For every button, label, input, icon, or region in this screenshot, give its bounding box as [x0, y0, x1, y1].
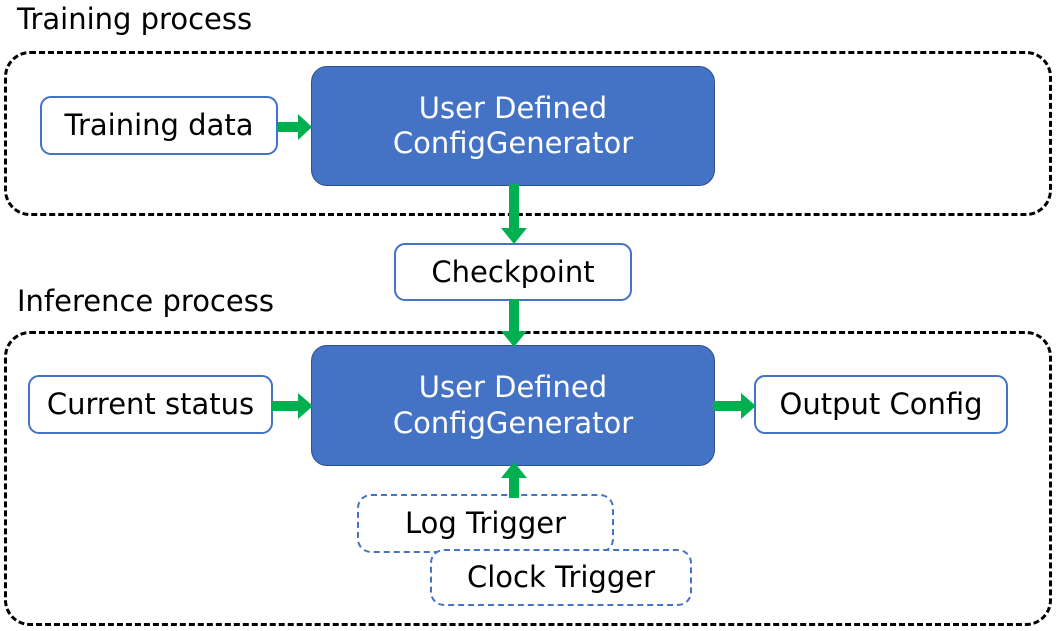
node-log-trigger[interactable]: Log Trigger	[357, 494, 614, 553]
arrow-log-trigger-to-generator-icon	[501, 462, 527, 498]
group-container-training-process	[4, 51, 1052, 216]
section-title-training: Training process	[17, 2, 253, 36]
arrow-generator-to-checkpoint-icon	[501, 184, 527, 244]
node-clock-trigger[interactable]: Clock Trigger	[430, 549, 692, 606]
node-log-trigger-label: Log Trigger	[404, 506, 567, 541]
node-generator-training-label-line2: ConfigGenerator	[392, 126, 634, 160]
node-user-defined-configgenerator-training[interactable]: User Defined ConfigGenerator	[311, 66, 715, 186]
arrow-current-status-to-generator-icon	[272, 393, 313, 419]
node-current-status[interactable]: Current status	[28, 375, 273, 434]
group-container-inference-process	[4, 331, 1052, 626]
node-generator-training-label-line1: User Defined	[418, 90, 608, 125]
node-output-config[interactable]: Output Config	[754, 375, 1008, 434]
node-output-config-label: Output Config	[779, 387, 983, 422]
node-checkpoint[interactable]: Checkpoint	[394, 243, 632, 301]
node-generator-inference-label-line1: User Defined	[418, 370, 608, 405]
node-generator-inference-label-line2: ConfigGenerator	[392, 405, 634, 440]
node-training-data[interactable]: Training data	[40, 96, 278, 155]
node-checkpoint-label: Checkpoint	[431, 254, 595, 289]
section-title-inference: Inference process	[17, 284, 274, 318]
node-user-defined-configgenerator-inference[interactable]: User Defined ConfigGenerator	[311, 345, 715, 466]
arrow-checkpoint-to-generator-icon	[501, 299, 527, 347]
arrow-generator-to-output-config-icon	[713, 393, 756, 419]
arrow-training-data-to-generator-icon	[278, 114, 312, 140]
node-clock-trigger-label: Clock Trigger	[466, 560, 656, 595]
node-current-status-label: Current status	[46, 387, 255, 422]
node-training-data-label: Training data	[64, 108, 254, 143]
